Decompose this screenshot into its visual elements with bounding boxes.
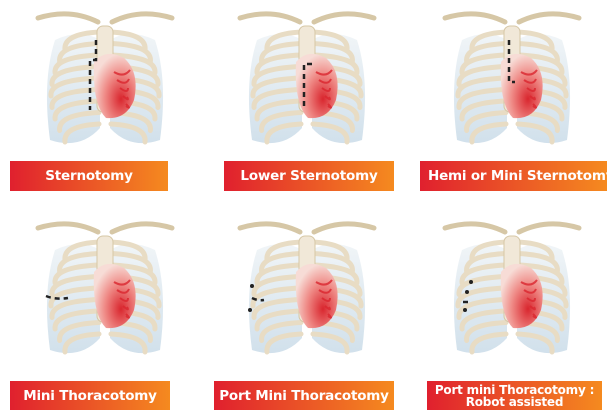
label-mini-thoracotomy: Mini Thoracotomy (10, 381, 170, 410)
panel-robot-assisted: Port mini Thoracotomy : Robot assisted (417, 210, 607, 410)
label-port-mini-thoracotomy: Port Mini Thoracotomy (214, 381, 394, 410)
clavicle-left (240, 224, 300, 232)
clavicle-left (445, 14, 505, 22)
chest-figure (38, 14, 172, 143)
panel-sternotomy: Sternotomy (10, 0, 200, 195)
clavicle-left (38, 224, 98, 232)
clavicle-right (112, 14, 172, 22)
chest-illustration-robot-assisted (417, 210, 607, 360)
chest-figure (38, 224, 172, 353)
chest-figure (445, 224, 579, 353)
clavicle-right (314, 14, 374, 22)
panel-lower-sternotomy: Lower Sternotomy (212, 0, 402, 195)
label-sternotomy: Sternotomy (10, 161, 168, 191)
chest-figure (240, 224, 374, 353)
chest-illustration-sternotomy (10, 0, 200, 150)
label-hemi-sternotomy: Hemi or Mini Sternotomy (420, 161, 607, 191)
clavicle-right (519, 14, 579, 22)
clavicle-left (38, 14, 98, 22)
chest-figure (445, 14, 579, 143)
chest-figure (240, 14, 374, 143)
panel-mini-thoracotomy: Mini Thoracotomy (10, 210, 200, 410)
clavicle-right (112, 224, 172, 232)
clavicle-right (519, 224, 579, 232)
clavicle-left (445, 224, 505, 232)
panel-port-mini-thoracotomy: Port Mini Thoracotomy (212, 210, 402, 410)
chest-illustration-hemi-sternotomy (417, 0, 607, 150)
chest-illustration-port-mini-thoracotomy (212, 210, 402, 360)
clavicle-right (314, 224, 374, 232)
clavicle-left (240, 14, 300, 22)
panel-hemi-sternotomy: Hemi or Mini Sternotomy (417, 0, 607, 195)
label-lower-sternotomy: Lower Sternotomy (224, 161, 394, 191)
chest-illustration-lower-sternotomy (212, 0, 402, 150)
chest-illustration-mini-thoracotomy (10, 210, 200, 360)
label-robot-assisted: Port mini Thoracotomy : Robot assisted (427, 381, 602, 410)
